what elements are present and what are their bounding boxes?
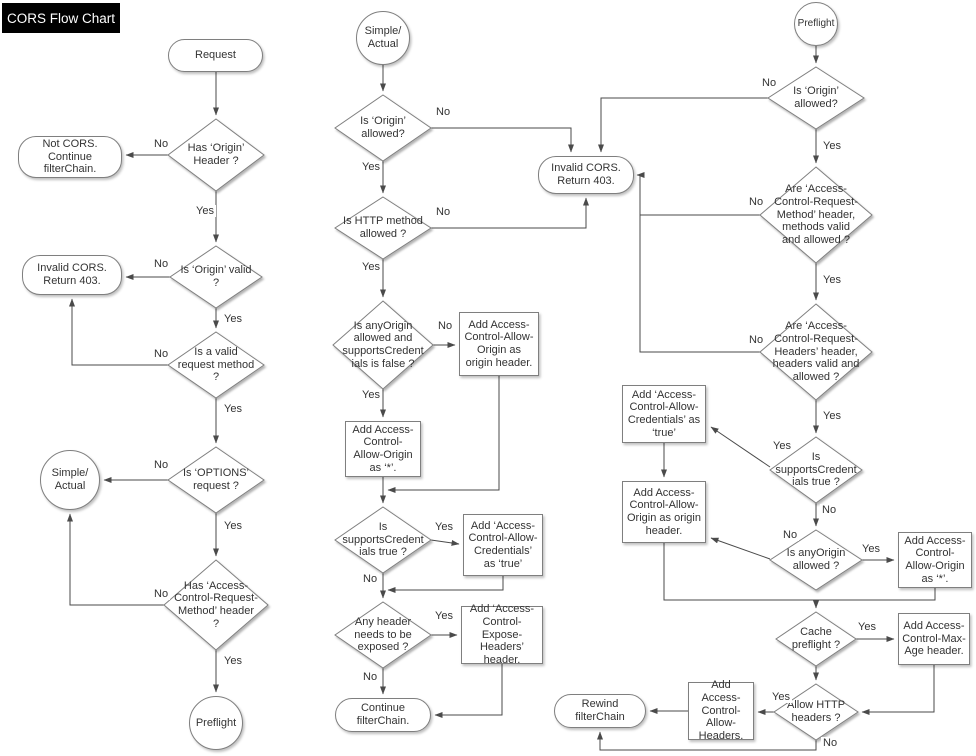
rewind-filterchain-terminator: Rewind filterChain	[554, 694, 646, 728]
edge-label-yes: Yes	[360, 389, 382, 402]
edge-label-no: No	[434, 206, 453, 219]
edge-label-yes: Yes	[360, 261, 382, 274]
edge-valid-method-no	[69, 298, 168, 366]
origin-allowed-diamond-preflight	[767, 66, 865, 130]
edge-label-yes: Yes	[821, 410, 843, 423]
add-credentials-rect-right: Add ‘Access-Control-Allow-Credentials’ a…	[622, 385, 706, 443]
edge-cred2-yes	[430, 539, 460, 546]
edge-label-no: No	[152, 258, 171, 271]
http-method-diamond	[334, 196, 432, 260]
edge-label-no: No	[434, 106, 453, 119]
edge-label-yes: Yes	[860, 543, 882, 556]
add-origin-star-rect-middle: Add Access-Control-Allow-Origin as ‘*’.	[345, 421, 421, 477]
valid-method-diamond	[167, 331, 265, 399]
edge-label-yes: Yes	[433, 521, 455, 534]
acrm-valid-diamond	[759, 166, 873, 264]
add-expose-headers-rect: Add ‘Access-Control-Expose-Headers’ head…	[461, 603, 543, 666]
anyorigin-allowed-diamond	[769, 529, 863, 591]
edge-label-yes: Yes	[856, 621, 878, 634]
edge-label-no: No	[152, 138, 171, 151]
preflight-connector-left: Preflight	[189, 696, 243, 750]
has-acrm-diamond	[163, 559, 269, 651]
edge-allow-http-no	[597, 731, 817, 751]
acrh-valid-diamond	[759, 303, 873, 401]
edge-label-yes: Yes	[360, 161, 382, 174]
edge-origin-allowed2-no	[431, 127, 574, 153]
edge-cred3-yes	[710, 426, 771, 468]
edge-label-no: No	[820, 504, 839, 517]
edge-label-no: No	[436, 320, 455, 333]
edge-label-yes: Yes	[222, 655, 244, 668]
edge-label-no: No	[361, 573, 380, 586]
edge-label-no: No	[152, 348, 171, 361]
edge-max-age-out	[861, 665, 935, 715]
options-request-diamond	[167, 446, 265, 514]
edge-label-no: No	[152, 459, 171, 472]
edge-origin-allowed3-no	[598, 97, 768, 153]
simple-actual-connector-left: Simple/ Actual	[40, 450, 100, 510]
edge-acrh-no	[639, 215, 760, 353]
edge-label-no: No	[361, 671, 380, 684]
add-credentials-rect-middle: Add ‘Access-Control-Allow-Credentials’ a…	[463, 514, 543, 576]
preflight-connector-right: Preflight	[794, 2, 838, 46]
any-header-exposed-diamond	[334, 601, 432, 669]
edge-label-yes: Yes	[821, 274, 843, 287]
edge-label-yes: Yes	[771, 440, 793, 453]
edge-label-yes: Yes	[222, 403, 244, 416]
edge-label-yes: Yes	[821, 140, 843, 153]
edge-label-yes: Yes	[222, 313, 244, 326]
edge-label-yes: Yes	[222, 520, 244, 533]
edge-add-expose-out	[434, 664, 503, 718]
invalid-cors-terminator-left: Invalid CORS. Return 403.	[22, 255, 122, 295]
cache-preflight-diamond	[775, 611, 857, 667]
chart-title: CORS Flow Chart	[2, 3, 120, 33]
supports-cred-diamond-preflight	[769, 436, 863, 504]
edge-anyorigin3-no	[710, 537, 771, 560]
edge-add-origin-hdr2-out	[387, 376, 500, 493]
add-allow-headers-rect: Add Access-Control-Allow-Headers.	[688, 679, 754, 742]
add-origin-star-rect-right: Add Access-Control-Allow-Origin as ‘*’.	[898, 532, 972, 588]
add-max-age-rect: Add Access-Control-Max-Age header.	[898, 613, 970, 665]
anyorigin-cred-diamond	[332, 300, 434, 390]
edge-acrm-no	[636, 172, 760, 216]
edge-http-method-no	[431, 197, 589, 229]
origin-valid-diamond	[169, 245, 263, 309]
edge-add-origin-hdr3-out	[663, 543, 816, 601]
edge-has-acrm-no	[67, 513, 164, 606]
add-origin-header-rect-middle: Add Access-Control-Allow-Origin as origi…	[459, 312, 539, 376]
origin-allowed-diamond-simple	[334, 94, 432, 162]
edge-label-no: No	[781, 529, 800, 542]
simple-actual-connector-middle: Simple/ Actual	[356, 11, 410, 65]
not-cors-terminator: Not CORS. Continue filterChain.	[18, 136, 122, 178]
invalid-cors-terminator-middle: Invalid CORS. Return 403.	[538, 156, 634, 194]
edge-add-cred2-out	[387, 576, 504, 593]
edge-label-yes: Yes	[770, 691, 792, 704]
has-origin-diamond	[167, 118, 265, 192]
edge-label-no: No	[821, 737, 840, 750]
edge-label-yes: Yes	[433, 610, 455, 623]
edge-label-no: No	[747, 334, 766, 347]
request-terminator: Request	[168, 39, 263, 72]
edge-label-no: No	[747, 196, 766, 209]
edge-label-yes: Yes	[194, 205, 216, 218]
edge-label-no: No	[152, 588, 171, 601]
add-origin-header-rect-right: Add Access-Control-Allow-Origin as origi…	[622, 481, 706, 543]
supports-cred-diamond-simple	[334, 506, 432, 574]
edge-add-star3-out	[816, 588, 936, 601]
continue-filterchain-terminator: Continue filterChain.	[335, 698, 431, 732]
edge-label-no: No	[760, 77, 779, 90]
